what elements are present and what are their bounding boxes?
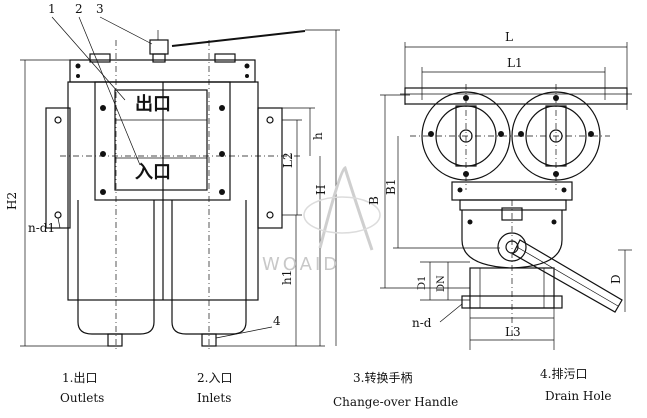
dim-L1: L1 (507, 56, 523, 70)
valve-block (94, 81, 231, 201)
dim-D1: D1 (417, 276, 428, 290)
caption-2-cn: 2.入口 (197, 371, 232, 385)
inlet-label: 入口 (135, 162, 171, 183)
changeover-handle-right (512, 239, 623, 313)
dim-h2: H2 (5, 192, 19, 210)
dim-D: D (609, 274, 623, 284)
top-rail (404, 87, 628, 105)
callout-1: 1 (48, 2, 56, 16)
dim-L: L (505, 30, 513, 44)
caption-4-en: Drain Hole (545, 389, 612, 403)
callout-2: 2 (75, 2, 83, 16)
caption-4-cn: 4.排污口 (540, 367, 587, 381)
dim-n-d1: n-d1 (28, 221, 55, 235)
dim-DN: DN (436, 275, 447, 292)
dim-B1: B1 (384, 179, 398, 195)
drain-plug-right (201, 333, 217, 347)
callout-4: 4 (273, 314, 281, 328)
mounting-plate-right (257, 107, 283, 229)
caption-3-cn: 3.转换手柄 (353, 370, 412, 385)
caption-3-en: Change-over Handle (333, 395, 458, 409)
legend-captions: 1.出口 Outlets 2.入口 Inlets 3.转换手柄 Change-o… (60, 367, 612, 409)
dim-L3: L3 (505, 325, 521, 339)
outlet-label: 出口 (135, 93, 171, 115)
drain-plug-left (107, 333, 123, 347)
caption-1-en: Outlets (60, 391, 104, 405)
port-window (114, 89, 208, 191)
dim-H: H (314, 185, 328, 195)
dim-h1: h1 (280, 270, 294, 285)
mounting-plate-left (45, 107, 71, 229)
dim-B: B (367, 196, 381, 205)
watermark-text: WOAID (262, 254, 340, 275)
watermark-logo: WOAID (262, 165, 381, 275)
caption-1-cn: 1.出口 (62, 371, 97, 385)
dim-l2: L2 (281, 152, 295, 168)
caption-2-en: Inlets (197, 391, 231, 405)
callout-3: 3 (96, 2, 104, 16)
dim-n-d: n-d (412, 316, 432, 330)
changeover-handle-left (149, 30, 306, 63)
base-plate (451, 181, 573, 201)
dim-h: h (311, 132, 325, 140)
left-view: 出口 入口 1 2 3 H2 n-d1 L2 h (5, 2, 340, 352)
right-view: L L1 (367, 30, 632, 350)
